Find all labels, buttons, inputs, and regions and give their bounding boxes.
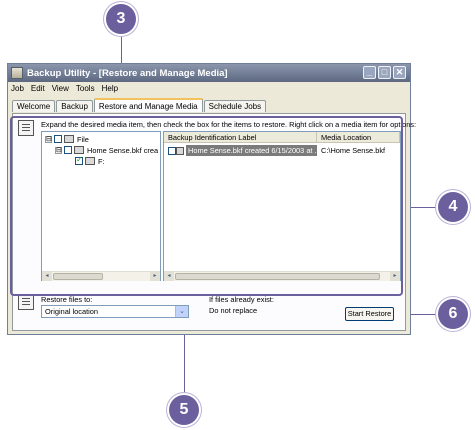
column-header-media-location[interactable]: Media Location	[317, 132, 400, 143]
callout-3: 3	[106, 4, 136, 34]
maximize-button[interactable]: □	[378, 66, 391, 79]
tab-schedule-jobs[interactable]: Schedule Jobs	[203, 100, 267, 112]
collapse-icon[interactable]: ⊟	[55, 146, 62, 154]
scroll-left-icon[interactable]: ◂	[164, 272, 174, 281]
tab-restore-and-manage-media[interactable]: Restore and Manage Media	[93, 98, 203, 112]
tree-item-backup-set[interactable]: ⊟ Home Sense.bkf crea	[55, 145, 158, 155]
tab-welcome[interactable]: Welcome	[12, 100, 56, 112]
menu-bar: Job Edit View Tools Help	[8, 82, 410, 95]
tree-horizontal-scrollbar[interactable]: ◂ ▸	[42, 271, 160, 281]
minimize-button[interactable]: _	[363, 66, 376, 79]
backup-set-checkbox[interactable]	[64, 146, 72, 154]
instruction-text: Expand the desired media item, then chec…	[41, 120, 417, 129]
menu-edit[interactable]: Edit	[30, 84, 45, 93]
backup-row-checkbox[interactable]	[168, 147, 176, 155]
close-button[interactable]: ✕	[393, 66, 406, 79]
restore-files-to-label: Restore files to:	[41, 295, 93, 304]
backup-list-pane[interactable]: Backup Identification Label Media Locati…	[163, 131, 401, 281]
backup-identification-label: Home Sense.bkf created 6/15/2003 at ...	[186, 145, 317, 156]
scroll-right-icon[interactable]: ▸	[390, 272, 400, 281]
list-scroll-thumb[interactable]	[175, 273, 380, 280]
drive-f-checkbox[interactable]	[75, 155, 83, 165]
file-checkbox[interactable]	[54, 135, 62, 143]
window-title: Backup Utility - [Restore and Manage Med…	[27, 67, 228, 79]
callout-4: 4	[438, 192, 468, 222]
callout-6-leader	[398, 314, 438, 315]
scroll-left-icon[interactable]: ◂	[42, 272, 52, 281]
restore-location-select[interactable]: Original location ⌄	[41, 305, 189, 318]
tab-backup[interactable]: Backup	[56, 100, 93, 112]
callout-3-leader	[121, 33, 122, 85]
tree-item-drive-f[interactable]: F:	[75, 155, 105, 166]
menu-job[interactable]: Job	[11, 84, 24, 93]
menu-view[interactable]: View	[51, 84, 69, 93]
file-media-icon	[64, 135, 74, 143]
media-location-cell: C:\Home Sense.bkf	[321, 146, 386, 155]
tree-label-backup-set: Home Sense.bkf crea	[87, 145, 159, 155]
callout-4-leader	[403, 207, 441, 208]
backup-utility-window: Backup Utility - [Restore and Manage Med…	[7, 63, 416, 335]
menu-help[interactable]: Help	[101, 84, 119, 93]
drive-icon	[85, 157, 95, 165]
callout-5-leader	[184, 315, 185, 395]
backup-app-icon	[11, 67, 23, 79]
media-list-icon	[18, 120, 34, 136]
restore-location-value: Original location	[45, 307, 98, 316]
callout-5: 5	[169, 395, 199, 425]
tree-scroll-thumb[interactable]	[53, 273, 103, 280]
start-restore-button[interactable]: Start Restore	[345, 307, 394, 321]
title-bar[interactable]: Backup Utility - [Restore and Manage Med…	[8, 64, 410, 82]
tree-item-file[interactable]: ⊟ File	[45, 134, 89, 144]
restore-tab-panel: Expand the desired media item, then chec…	[12, 113, 416, 331]
media-tree-pane[interactable]: ⊟ File ⊟ Home Sense.bkf crea F: ◂ ▸	[41, 131, 161, 281]
menu-tools[interactable]: Tools	[75, 84, 95, 93]
chevron-down-icon[interactable]: ⌄	[175, 306, 188, 317]
tree-label-drive-f: F:	[98, 156, 105, 166]
backup-file-icon	[74, 146, 84, 154]
table-row[interactable]: Home Sense.bkf created 6/15/2003 at ... …	[164, 145, 400, 156]
scroll-right-icon[interactable]: ▸	[150, 272, 160, 281]
if-files-exist-label: If files already exist:	[209, 295, 274, 304]
collapse-icon[interactable]: ⊟	[45, 135, 52, 143]
tree-label-file: File	[77, 134, 89, 144]
restore-destination-icon	[18, 294, 34, 310]
tab-strip: Welcome Backup Restore and Manage Media …	[12, 98, 267, 113]
if-files-exist-value: Do not replace	[209, 306, 258, 315]
backup-file-icon	[176, 147, 184, 155]
column-header-backup-label[interactable]: Backup Identification Label	[164, 132, 317, 143]
callout-6: 6	[438, 299, 468, 329]
list-horizontal-scrollbar[interactable]: ◂ ▸	[164, 271, 400, 281]
